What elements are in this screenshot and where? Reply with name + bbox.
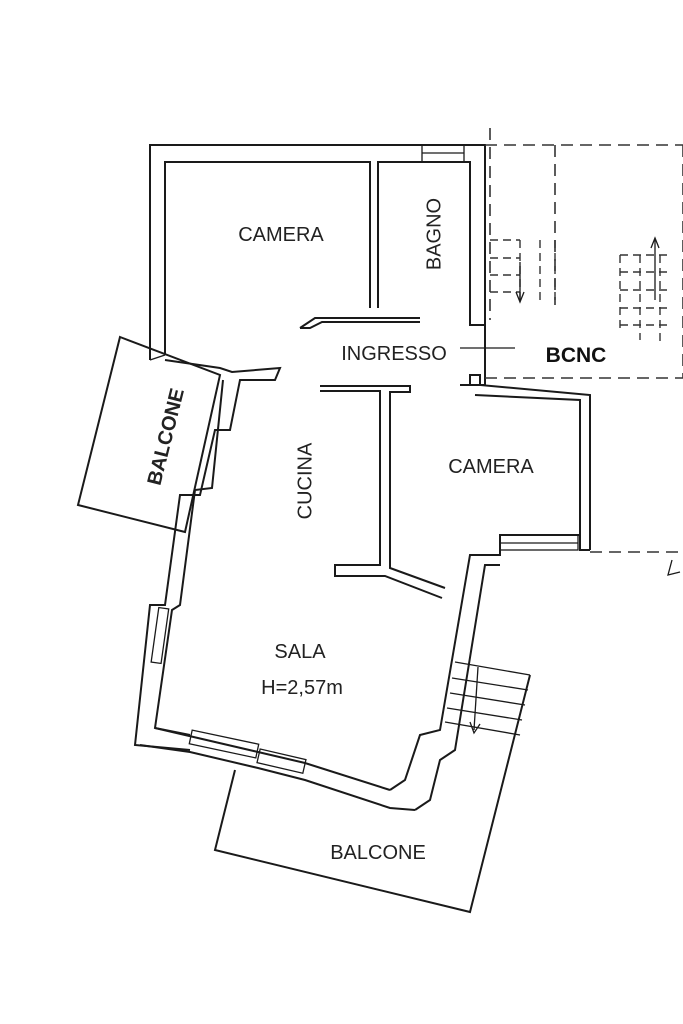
room-label-sala: SALA [274, 641, 326, 663]
room-label-cucina: CUCINA [294, 442, 316, 519]
balcony-left [76, 335, 222, 534]
room-label-camera-right: CAMERA [448, 456, 534, 478]
room-label-camera-top: CAMERA [238, 224, 324, 246]
room-label-bcnc: BCNC [546, 344, 607, 367]
balcony-bottom [213, 674, 531, 914]
wall-partition-center [320, 374, 591, 599]
room-label-balcone-left: BALCONE [144, 386, 189, 487]
bcnc-area [485, 128, 683, 576]
room-label-balcone-bottom: BALCONE [330, 842, 426, 864]
wall-left-living [133, 359, 282, 751]
room-label-ingresso: INGRESSO [341, 343, 447, 365]
ingresso-pointer [460, 320, 515, 386]
wall-sala-bottom [139, 727, 416, 811]
sala-height-label: H=2,57m [261, 677, 343, 699]
window-camera-right [499, 534, 579, 551]
wall-top-block [149, 144, 486, 360]
room-label-bagno: BAGNO [423, 198, 445, 270]
wall-sala-right [389, 534, 590, 811]
